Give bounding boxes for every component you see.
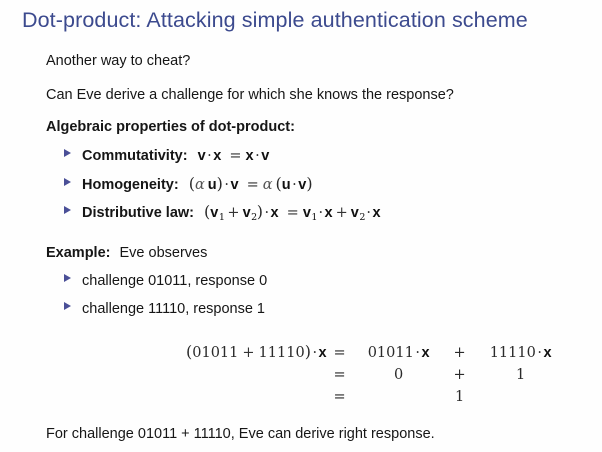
plus-operator-2: + — [335, 205, 348, 221]
equation-lhs-empty-2 — [186, 386, 327, 408]
vector-x-2: x — [324, 205, 333, 221]
challenge-a: 01011 — [192, 345, 239, 361]
equals-operator-2: = — [333, 367, 346, 383]
plus-operator: + — [242, 345, 255, 361]
vector-x: x — [543, 345, 552, 361]
triangle-bullet-icon — [64, 178, 71, 186]
equation-row-3: = 1 — [186, 386, 567, 408]
equals-operator-3: = — [333, 389, 346, 405]
equals-operator-1: = — [333, 345, 346, 361]
challenge-b: 11110 — [258, 345, 305, 361]
right-paren-2: ) — [306, 174, 313, 193]
dot-operator-2: · — [255, 148, 260, 164]
equation-row2-term2: 1 — [516, 367, 526, 383]
vector-x-3: x — [372, 205, 381, 221]
dot-operator: · — [224, 177, 229, 193]
vector-x: x — [421, 345, 430, 361]
property-label-commutativity: Commutativity: — [82, 148, 188, 164]
page-title: Dot-product: Attacking simple authentica… — [22, 8, 528, 32]
vector-x: x — [213, 148, 222, 164]
equals-operator: = — [286, 205, 299, 221]
equation-row3-term2 — [475, 386, 567, 408]
plus-operator-row-2: + — [453, 367, 466, 383]
example-label: Example: — [46, 245, 111, 261]
vector-v1-rhs: v1 — [302, 205, 318, 223]
display-equation: (01011+11110)·x = 01011·x + 11110·x = 0 … — [186, 341, 567, 408]
left-paren: ( — [204, 202, 211, 221]
example-rest: Eve observes — [119, 245, 208, 261]
example-heading: Example: Eve observes — [46, 244, 207, 262]
intro-line-1: Another way to cheat? — [46, 53, 191, 69]
equation-row3-term1 — [353, 386, 445, 408]
vector-u: u — [207, 177, 217, 193]
alpha-symbol-2: α — [262, 177, 273, 193]
dot-operator: · — [537, 345, 542, 361]
right-paren: ) — [304, 342, 311, 361]
property-label-homogeneity: Homogeneity: — [82, 177, 179, 193]
alpha-symbol: α — [194, 177, 205, 193]
dot-operator: · — [264, 205, 270, 221]
equals-operator: = — [229, 148, 242, 164]
term1-number: 01011 — [367, 345, 414, 361]
vector-x: x — [270, 205, 279, 221]
left-paren: ( — [188, 174, 195, 193]
conclusion-line: For challenge 01011 + 11110, Eve can der… — [46, 426, 435, 442]
equation-table: (01011+11110)·x = 01011·x + 11110·x = 0 … — [186, 341, 567, 408]
property-label-distributive: Distributive law: — [82, 205, 194, 221]
vector-v: v — [230, 177, 239, 193]
equation-row3-result: 1 — [455, 389, 465, 405]
dot-operator: · — [312, 345, 318, 361]
equation-row-2: = 0 + 1 — [186, 364, 567, 386]
vector-v2-rhs: v2 — [350, 205, 366, 223]
dot-operator-3: · — [366, 205, 372, 221]
right-paren: ) — [216, 174, 223, 193]
properties-heading: Algebraic properties of dot-product: — [46, 119, 295, 135]
equation-lhs: (01011+11110)·x — [186, 341, 327, 364]
vector-x: x — [318, 345, 327, 361]
vector-x-2: x — [245, 148, 254, 164]
equals-operator: = — [246, 177, 259, 193]
vector-v2: v2 — [242, 205, 258, 223]
equation-row2-term1: 0 — [394, 367, 404, 383]
list-item-observation-2: challenge 11110, response 1 — [64, 300, 265, 318]
triangle-bullet-icon — [64, 274, 71, 282]
vector-v1: v1 — [210, 205, 225, 223]
plus-operator: + — [227, 205, 240, 221]
right-paren: ) — [256, 202, 263, 221]
left-paren: ( — [186, 342, 193, 361]
list-item-distributive-law: Distributive law: (v1+v2)·x =v1·x+v2·x — [64, 203, 381, 224]
left-paren-2: ( — [275, 174, 282, 193]
vector-u-2: u — [281, 177, 291, 193]
equation-term-2: 11110·x — [475, 341, 567, 364]
dot-operator: · — [207, 148, 212, 164]
equation-row-1: (01011+11110)·x = 01011·x + 11110·x — [186, 341, 567, 364]
equation-term-1: 01011·x — [353, 341, 445, 364]
triangle-bullet-icon — [64, 302, 71, 310]
list-item-commutativity: Commutativity: v·x =x·v — [64, 147, 269, 165]
triangle-bullet-icon — [64, 149, 71, 157]
equation-lhs-empty — [186, 364, 327, 386]
observation-text-1: challenge 01011, response 0 — [82, 273, 268, 289]
term2-number: 11110 — [489, 345, 536, 361]
dot-operator: · — [415, 345, 420, 361]
vector-v-2: v — [298, 177, 307, 193]
vector-v: v — [197, 148, 206, 164]
observation-text-2: challenge 11110, response 1 — [82, 301, 265, 317]
dot-operator-2: · — [292, 177, 297, 193]
dot-operator-2: · — [318, 205, 324, 221]
plus-operator-row-1: + — [453, 345, 466, 361]
intro-line-2: Can Eve derive a challenge for which she… — [46, 87, 454, 103]
triangle-bullet-icon — [64, 206, 71, 214]
vector-v-2: v — [261, 148, 270, 164]
list-item-observation-1: challenge 01011, response 0 — [64, 272, 267, 290]
